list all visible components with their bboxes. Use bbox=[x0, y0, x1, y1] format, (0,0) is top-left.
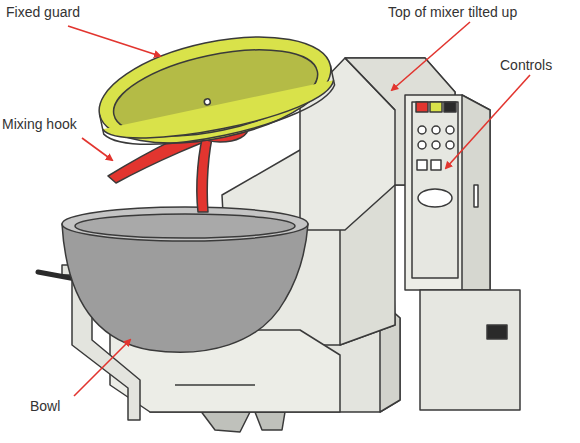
part-label: Bowl bbox=[30, 398, 60, 414]
part-label: Mixing hook bbox=[2, 116, 77, 132]
part-label: Top of mixer tilted up bbox=[388, 4, 517, 20]
part-label: Controls bbox=[500, 57, 552, 73]
part-label: Fixed guard bbox=[6, 4, 80, 20]
